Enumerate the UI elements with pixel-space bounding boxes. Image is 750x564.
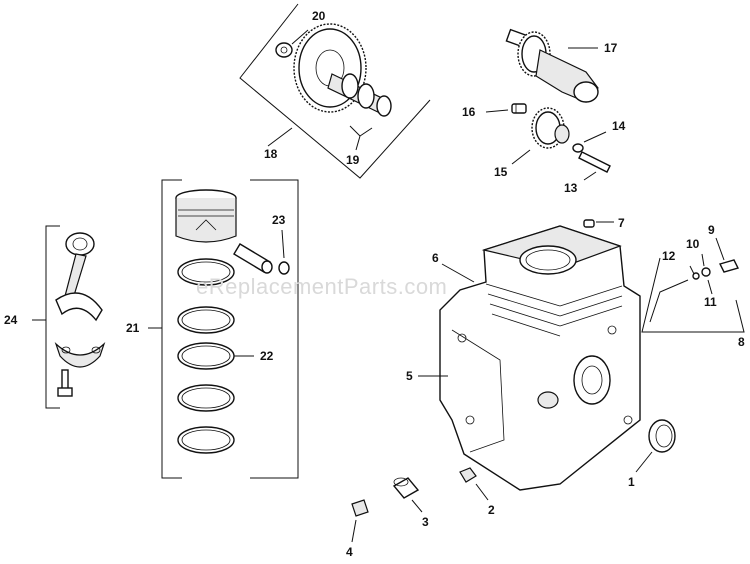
breather-group-box [641, 257, 745, 333]
connecting-rod [55, 232, 103, 322]
dowel-sleeve [351, 499, 369, 517]
connecting-rod-bolt [57, 369, 73, 397]
callout-15: 15 [494, 165, 508, 179]
callout-14: 14 [612, 119, 626, 133]
governor-washer [572, 143, 584, 153]
callout-20: 20 [312, 9, 326, 23]
governor-shaft [578, 151, 611, 173]
piston-pin-retainer [278, 261, 290, 275]
breather-grommet [701, 267, 711, 277]
oil-seal [648, 419, 676, 453]
callout-22: 22 [260, 349, 274, 363]
callout-23: 23 [272, 213, 286, 227]
crankshaft-gear-assembly [505, 28, 599, 103]
callout-11: 11 [704, 295, 717, 309]
pipe-plug [459, 467, 477, 483]
callout-5: 5 [406, 369, 413, 383]
piston-group-box [161, 179, 299, 479]
piston-rings [177, 258, 235, 454]
callout-7: 7 [618, 216, 625, 230]
callout-1: 1 [628, 475, 635, 489]
breather-washer [692, 272, 700, 280]
callout-21: 21 [126, 321, 140, 335]
callout-18: 18 [264, 147, 278, 161]
camshaft [327, 73, 392, 117]
callout-16: 16 [462, 105, 476, 119]
callout-10: 10 [686, 237, 700, 251]
callout-2: 2 [488, 503, 495, 517]
callout-12: 12 [662, 249, 676, 263]
callout-4: 4 [346, 545, 353, 559]
dowel-pin [392, 477, 420, 499]
governor-gear [531, 107, 570, 149]
callout-9: 9 [708, 223, 715, 237]
camshaft-washer [275, 42, 293, 58]
callout-19: 19 [346, 153, 360, 167]
piston [175, 189, 237, 243]
callout-6: 6 [432, 251, 439, 265]
governor-pin [511, 103, 527, 114]
callout-24: 24 [4, 313, 18, 327]
callout-13: 13 [564, 181, 578, 195]
breather-reed [718, 259, 740, 273]
callout-17: 17 [604, 41, 618, 55]
connecting-rod-group-box [45, 225, 60, 409]
crankcase [439, 225, 641, 491]
callout-8: 8 [738, 335, 745, 349]
breather-tube [649, 279, 689, 323]
callout-3: 3 [422, 515, 429, 529]
connecting-rod-cap [54, 341, 106, 368]
watermark: eReplacementParts.com [196, 274, 447, 299]
crankcase-plug [583, 219, 595, 228]
camshaft-group-box [239, 3, 431, 179]
piston-pin [233, 243, 273, 274]
